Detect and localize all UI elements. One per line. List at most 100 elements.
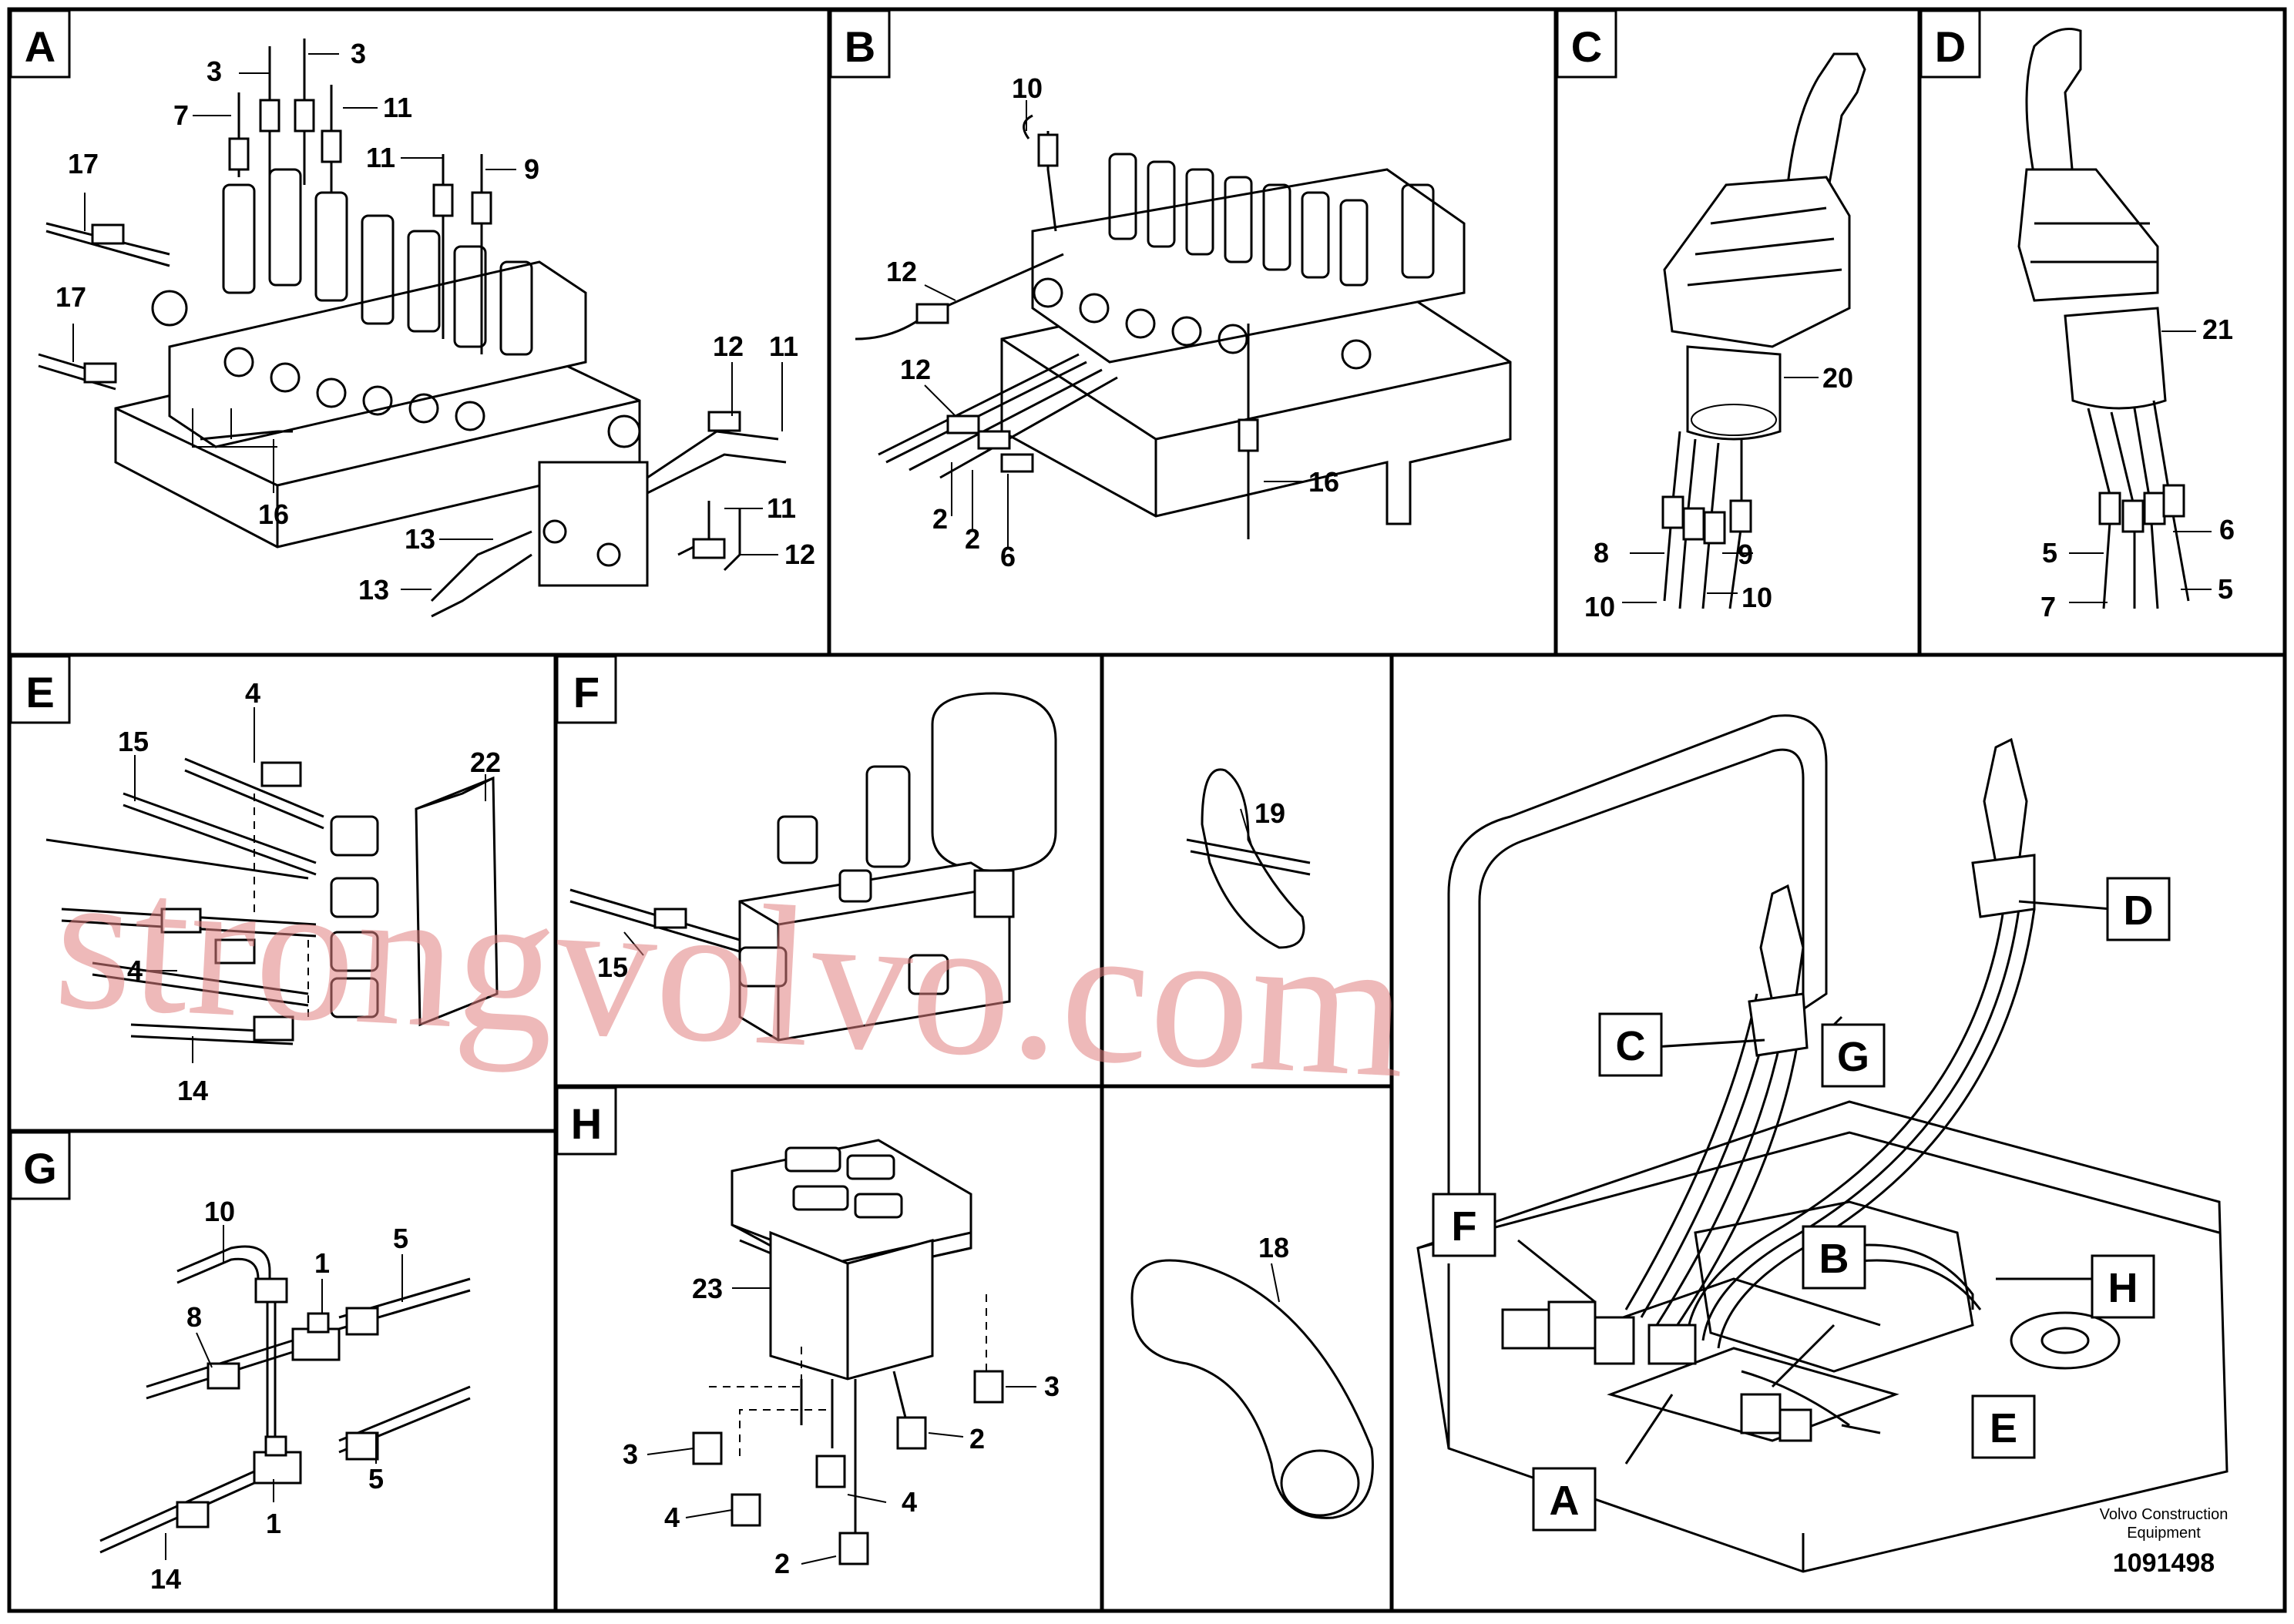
panel-a-label-17: 17 bbox=[55, 281, 86, 313]
panel-g-label-5: 5 bbox=[368, 1463, 384, 1495]
overview-callout-g: G bbox=[1821, 1023, 1886, 1088]
watermark-text: strongvolvo.com bbox=[50, 827, 1412, 1119]
panel-a-label-11: 11 bbox=[767, 492, 796, 524]
panel-d-label-5: 5 bbox=[2218, 573, 2233, 605]
panel-h-label-3: 3 bbox=[1044, 1371, 1060, 1402]
panel-a-drawing: 3 3 7 11 11 9 17 17 16 12 11 11 12 13 13 bbox=[38, 38, 815, 618]
panel-b-label-10: 10 bbox=[1012, 72, 1043, 104]
panel-h-label-4: 4 bbox=[902, 1486, 917, 1518]
panel-g-label-14: 14 bbox=[150, 1563, 181, 1595]
panel-e-label-4: 4 bbox=[127, 955, 143, 986]
svg-text:H: H bbox=[2108, 1265, 2138, 1311]
panel-h-label-4: 4 bbox=[664, 1502, 680, 1533]
panel-a-label-3: 3 bbox=[207, 55, 222, 87]
panel-tags: A B C D E F G H bbox=[9, 9, 1981, 1200]
panel-f-drawing: 15 bbox=[569, 692, 1057, 1042]
panel-c-label-20: 20 bbox=[1822, 362, 1853, 394]
panel-b-label-16: 16 bbox=[1308, 466, 1339, 498]
panel-g-label-1: 1 bbox=[266, 1508, 281, 1539]
panel-tag-h-text: H bbox=[571, 1099, 602, 1148]
panel-g-label-10: 10 bbox=[204, 1196, 235, 1227]
svg-text:G: G bbox=[1837, 1034, 1869, 1080]
panel-g-label-5: 5 bbox=[393, 1223, 408, 1254]
panel-tag-c: C bbox=[1556, 9, 1617, 79]
panel-a-label-16: 16 bbox=[258, 498, 289, 530]
panel-g-label-8: 8 bbox=[186, 1301, 202, 1333]
panel-a-label-13: 13 bbox=[358, 574, 389, 606]
panel-h-label-3: 3 bbox=[623, 1438, 638, 1470]
panel-a-label-12: 12 bbox=[713, 331, 744, 362]
panel-f-label-15: 15 bbox=[597, 951, 628, 983]
overview-callout-e: E bbox=[1971, 1394, 2036, 1459]
overview-callout-b: B bbox=[1802, 1225, 1866, 1290]
panel-d-drawing: 21 6 5 7 5 bbox=[2017, 28, 2235, 622]
panel-tag-g-text: G bbox=[23, 1144, 57, 1193]
panel-tag-a-text: A bbox=[25, 22, 55, 71]
panel-tag-d: D bbox=[1920, 9, 1981, 79]
panel-a-label-11: 11 bbox=[383, 92, 412, 123]
panel-d-label-7: 7 bbox=[2040, 591, 2056, 622]
footer-company-line2: Equipment bbox=[2127, 1525, 2201, 1542]
panel-tag-f-text: F bbox=[573, 668, 600, 716]
panel-tag-b-text: B bbox=[845, 22, 875, 71]
panel-hose-label-18: 18 bbox=[1258, 1232, 1289, 1263]
panel-a-label-12: 12 bbox=[784, 539, 815, 570]
panel-frames bbox=[7, 7, 2287, 1613]
overview-callout-h: H bbox=[2091, 1254, 2155, 1319]
panel-e-label-15: 15 bbox=[118, 726, 149, 757]
footer-drawing-number: 1091498 bbox=[2113, 1549, 2215, 1578]
panel-c-drawing: 20 8 9 10 10 bbox=[1584, 52, 1866, 622]
panel-tag-b: B bbox=[829, 9, 891, 79]
overview-callout-a: A bbox=[1532, 1467, 1597, 1532]
svg-text:C: C bbox=[1616, 1023, 1646, 1069]
svg-text:D: D bbox=[2124, 887, 2154, 934]
panel-b-label-12: 12 bbox=[900, 354, 931, 385]
panel-tag-h: H bbox=[556, 1086, 617, 1156]
panel-a-label-3: 3 bbox=[351, 38, 366, 69]
panel-b-label-2: 2 bbox=[965, 523, 980, 555]
svg-text:B: B bbox=[1819, 1236, 1849, 1282]
panel-e-label-14: 14 bbox=[177, 1075, 208, 1106]
panel-h-label-23: 23 bbox=[692, 1273, 723, 1304]
panel-a-label-17: 17 bbox=[68, 148, 99, 180]
footer: Volvo Construction Equipment 1091498 bbox=[2100, 1506, 2229, 1578]
panel-tag-e-text: E bbox=[25, 668, 54, 716]
panel-g-drawing: 10 1 5 8 5 1 14 bbox=[99, 1196, 471, 1595]
svg-text:F: F bbox=[1452, 1203, 1477, 1250]
panel-b-label-12: 12 bbox=[886, 256, 917, 287]
panel-tag-c-text: C bbox=[1571, 22, 1602, 71]
panel-d-label-21: 21 bbox=[2202, 314, 2233, 345]
panel-tag-g: G bbox=[9, 1131, 71, 1200]
panel-a-label-11: 11 bbox=[769, 331, 798, 362]
panel-cable-tie-drawing: 19 bbox=[1186, 768, 1311, 949]
panel-c-label-10: 10 bbox=[1584, 591, 1615, 622]
panel-g-label-1: 1 bbox=[314, 1247, 330, 1279]
panel-a-label-13: 13 bbox=[405, 523, 435, 555]
overview-callout-d: D bbox=[2106, 877, 2171, 941]
panel-b-drawing: 10 12 12 2 2 6 16 bbox=[855, 72, 1512, 572]
overview-callout-c: C bbox=[1598, 1012, 1663, 1077]
svg-text:A: A bbox=[1550, 1478, 1580, 1524]
panel-d-label-6: 6 bbox=[2219, 514, 2235, 545]
panel-b-label-6: 6 bbox=[1000, 541, 1016, 572]
panel-a-label-11: 11 bbox=[366, 142, 395, 173]
panel-a-label-7: 7 bbox=[173, 99, 189, 131]
panel-c-label-8: 8 bbox=[1594, 537, 1609, 569]
panel-b-label-2: 2 bbox=[932, 503, 948, 535]
panel-h-label-2: 2 bbox=[969, 1423, 985, 1455]
svg-text:E: E bbox=[1990, 1405, 2017, 1451]
panel-hose-drawing: 18 bbox=[1130, 1232, 1374, 1519]
panel-tag-f: F bbox=[556, 655, 617, 724]
panel-a-label-9: 9 bbox=[524, 153, 539, 185]
panel-tag-a: A bbox=[9, 9, 71, 79]
panel-tie-label-19: 19 bbox=[1254, 797, 1285, 829]
panel-h-drawing: 23 3 3 2 4 4 2 bbox=[623, 1139, 1060, 1579]
overview-drawing: C D G F B H E A bbox=[1416, 714, 2229, 1573]
panel-c-label-10: 10 bbox=[1741, 582, 1772, 613]
panel-c-label-9: 9 bbox=[1738, 539, 1753, 570]
overview-callout-f: F bbox=[1432, 1193, 1496, 1257]
panel-e-label-22: 22 bbox=[470, 747, 501, 778]
panel-d-label-5: 5 bbox=[2042, 537, 2057, 569]
